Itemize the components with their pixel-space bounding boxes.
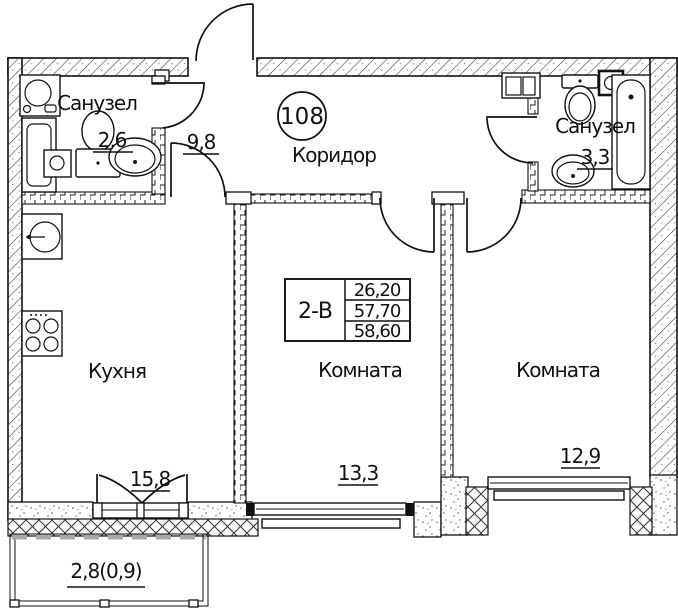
kitchen-sink-icon (21, 213, 63, 260)
washing-machine-icon (19, 74, 61, 117)
toilet-icon (561, 74, 599, 125)
room-label-kitchen: Кухня (88, 359, 146, 383)
room-label-room-middle: Комната (318, 358, 402, 382)
partition-cap (431, 191, 465, 205)
window-pier (629, 486, 653, 536)
window-sill (493, 490, 625, 501)
kitchen-fixtures (21, 213, 63, 357)
partition-cap (225, 191, 252, 205)
sink-icon (108, 137, 162, 177)
doors (96, 3, 537, 504)
window-sill (261, 518, 401, 529)
balcony (9, 533, 209, 608)
door-arc (466, 197, 522, 253)
room-label-bathroom2: Санузел (555, 114, 635, 138)
window-pier (465, 486, 489, 536)
door-arc (98, 474, 143, 504)
window-jamb (136, 502, 145, 519)
door-arc (141, 474, 186, 504)
insulation-strip (7, 518, 259, 537)
area-corridor: 9,8 (187, 130, 216, 154)
table-border (284, 278, 411, 342)
windows (92, 476, 631, 529)
balcony-post (188, 599, 199, 608)
room-label-room-right: Комната (516, 358, 600, 382)
wall-segment (440, 476, 469, 536)
balcony-post (99, 599, 110, 608)
window-jamb (92, 502, 103, 519)
partition-stub (527, 161, 539, 192)
toilet-icon (75, 110, 121, 178)
wall-segment (187, 501, 253, 522)
bathroom1-fixtures (19, 74, 162, 193)
area-bathroom1: 2,6 (98, 128, 127, 152)
wall-segment (649, 57, 678, 478)
area-room-middle: 13,3 (338, 461, 379, 485)
partition (521, 189, 651, 204)
bathtub-icon (611, 74, 651, 190)
window-jamb (246, 503, 254, 516)
room-label-corridor: Коридор (292, 143, 376, 167)
window-jamb (406, 503, 414, 516)
wall-segment (7, 57, 23, 521)
wall-segment (413, 501, 442, 538)
door-arc (379, 197, 435, 253)
area-kitchen: 15,8 (130, 467, 171, 491)
floor-drain-icon (43, 149, 72, 178)
shelf-icon (501, 72, 541, 99)
apartment-number: 108 (280, 104, 324, 130)
area-balcony: 2,8(0,9) (70, 559, 141, 583)
wall-segment (649, 474, 678, 536)
window-jamb (178, 502, 189, 519)
door-arc (170, 142, 226, 198)
door-arc (486, 117, 534, 164)
area-value: 26,20 (354, 280, 401, 301)
facade-walls (7, 474, 678, 538)
area-room-right: 12,9 (560, 444, 601, 468)
partition (21, 191, 166, 205)
area-value: 58,60 (354, 321, 401, 342)
area-value: 57,70 (354, 301, 401, 322)
wall-segment (7, 501, 94, 522)
door-arc (162, 83, 205, 129)
balcony-post (9, 599, 20, 608)
partition-cap (371, 191, 382, 205)
sink-icon (551, 154, 595, 188)
unit-type: 2-В (298, 299, 332, 324)
room-label-bathroom1: Санузел (57, 91, 137, 115)
apartment-number-badge: 108 (277, 91, 327, 141)
area-bathroom2: 3,3 (581, 145, 610, 169)
partition (440, 202, 454, 478)
stove-icon (21, 310, 63, 357)
badge-circle (277, 91, 327, 141)
area-table: 2-В 26,20 57,70 58,60 (284, 278, 411, 342)
entry-door-arc (195, 3, 254, 62)
bathroom2-fixtures (501, 69, 651, 190)
partition (233, 202, 247, 504)
room-labels: Санузел 2,6 9,8 Коридор Санузел 3,3 Кухн… (57, 91, 636, 588)
partition-cap (151, 75, 166, 85)
